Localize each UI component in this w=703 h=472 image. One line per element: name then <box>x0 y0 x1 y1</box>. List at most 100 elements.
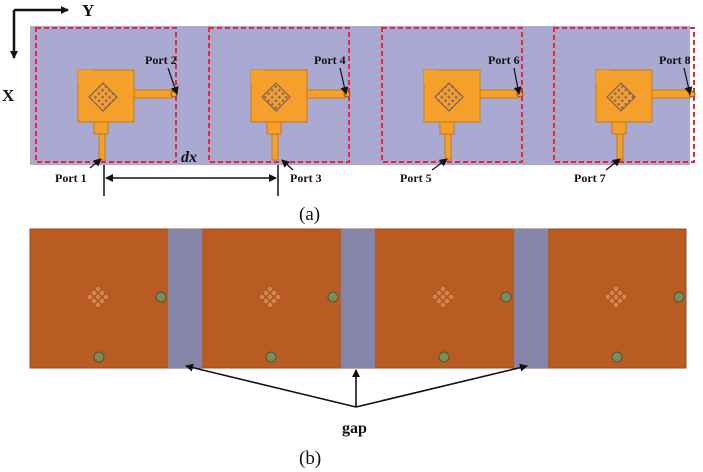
slot-dot <box>264 299 268 303</box>
slot-dot <box>445 299 449 303</box>
via-bottom <box>265 351 277 363</box>
port-5-label: Port 5 <box>400 171 432 185</box>
port-labels: Port 1 Port 2 Port 3 Port 4 Port 5 Port … <box>55 53 693 185</box>
caption-b: (b) <box>299 448 321 469</box>
slot-dot <box>268 295 272 299</box>
slot-dot <box>610 291 614 295</box>
slot-dot <box>96 287 100 291</box>
slot-dot <box>437 299 441 303</box>
via-right <box>673 291 685 303</box>
patch-corner <box>251 70 265 84</box>
bottom-feed-line <box>271 133 279 161</box>
port-2-arrow <box>167 67 179 95</box>
dx-label: dx <box>181 149 197 166</box>
port-6-label: Port 6 <box>488 53 520 67</box>
slot-dot <box>100 299 104 303</box>
slot-dot <box>100 291 104 295</box>
gap-arrow-right <box>355 363 528 408</box>
slot-dot <box>441 287 445 291</box>
gap-strip-3 <box>514 229 548 368</box>
gap-strip-2 <box>341 229 375 368</box>
slot-dot <box>610 299 614 303</box>
bottom-feed-line <box>616 133 624 161</box>
slot-dot <box>622 295 626 299</box>
slot-dot <box>272 291 276 295</box>
slot-dot <box>92 291 96 295</box>
slot-dot <box>606 295 610 299</box>
via-bottom <box>438 351 450 363</box>
slot-dot <box>260 295 264 299</box>
via-bottom <box>611 351 623 363</box>
right-feed-line <box>479 89 519 99</box>
unit-cell-2 <box>208 27 351 163</box>
slot-matrix <box>606 82 636 112</box>
slot-dot <box>268 303 272 307</box>
bottom-cell-3 <box>433 287 512 363</box>
right-feed-line <box>651 89 691 99</box>
via-bottom <box>93 351 105 363</box>
bottom-feed-line <box>444 133 452 161</box>
slot-dot <box>618 299 622 303</box>
slot-dot <box>104 295 108 299</box>
slot-dot <box>449 295 453 299</box>
patch-corner <box>78 70 92 84</box>
slot-dot <box>441 303 445 307</box>
cell-boundary <box>381 27 523 163</box>
slot-dot <box>96 295 100 299</box>
panel-a: Y X dx Port 1 Port 2 Port 3 Port 4 Port … <box>2 1 696 225</box>
port-3-arrow <box>281 159 294 171</box>
unit-cell-3 <box>381 27 524 163</box>
via-right <box>327 291 339 303</box>
x-axis-label: X <box>2 86 15 105</box>
port-7-label: Port 7 <box>574 171 606 185</box>
slot-dot <box>264 291 268 295</box>
slot-dot <box>618 291 622 295</box>
gap-label: gap <box>342 420 367 437</box>
port-4-label: Port 4 <box>314 53 346 67</box>
port-1-arrow <box>89 158 102 169</box>
bottom-cell-1 <box>88 287 167 363</box>
port-4-arrow <box>339 67 349 95</box>
coordinate-axes: Y X <box>2 1 94 105</box>
slot-dot <box>88 295 92 299</box>
dx-dimension: dx <box>103 149 279 196</box>
slot-dot <box>92 299 96 303</box>
slot-dot <box>433 295 437 299</box>
port-5-arrow <box>431 158 448 171</box>
unit-cell-4 <box>553 27 696 163</box>
gap-strip-1 <box>168 229 202 368</box>
slot-matrix <box>88 82 118 112</box>
feed-neck <box>266 121 282 135</box>
feed-neck <box>439 121 455 135</box>
slot-dot <box>272 299 276 303</box>
slot-dot <box>614 287 618 291</box>
cell-boundary <box>553 27 695 163</box>
slot-dot <box>614 295 618 299</box>
feed-neck <box>93 121 109 135</box>
bottom-cell-2 <box>260 287 339 363</box>
caption-a: (a) <box>299 204 320 225</box>
port-6-arrow <box>513 67 522 95</box>
slot-matrix <box>261 82 291 112</box>
bottom-feed-line <box>98 133 106 161</box>
slot-dot <box>276 295 280 299</box>
port-2-label: Port 2 <box>145 53 177 67</box>
bottom-cell-4 <box>606 287 685 363</box>
port-8-label: Port 8 <box>659 53 691 67</box>
slot-dot <box>445 291 449 295</box>
port-7-arrow <box>605 158 621 171</box>
port-3-label: Port 3 <box>290 171 322 185</box>
slot-dot <box>441 295 445 299</box>
gap-arrows: gap <box>185 363 528 437</box>
cell-boundary <box>35 27 177 163</box>
patch-corner <box>424 70 438 84</box>
right-feed-line <box>133 89 173 99</box>
via-right <box>500 291 512 303</box>
slot-matrix <box>434 82 464 112</box>
cell-boundary <box>208 27 350 163</box>
gap-arrow-left <box>185 363 357 408</box>
slot-dot <box>96 303 100 307</box>
patch-corner <box>596 70 610 84</box>
via-right <box>155 291 167 303</box>
